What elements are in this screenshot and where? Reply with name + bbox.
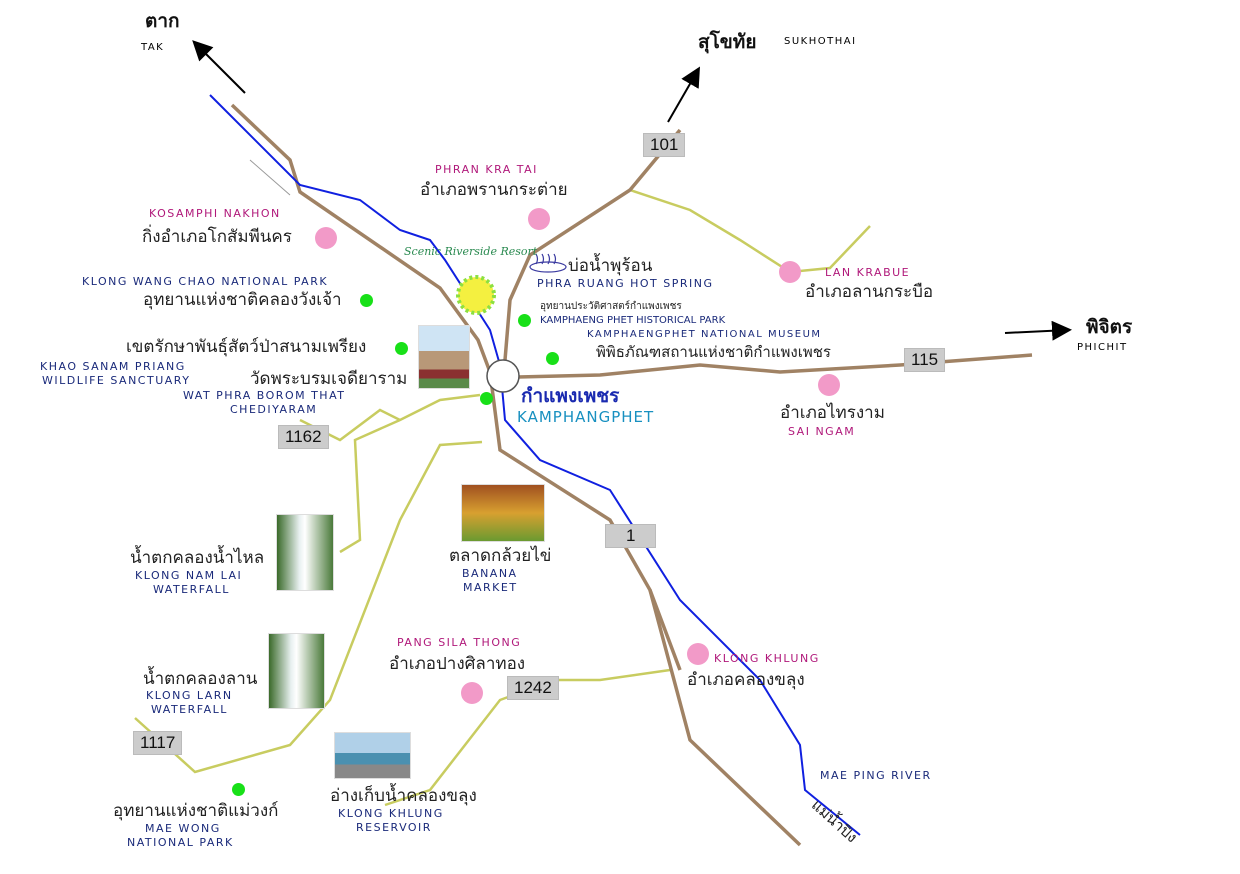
label-sai-ngam-en: SAI NGAM bbox=[788, 425, 856, 438]
label-klong-nam-lai-en2: WATERFALL bbox=[153, 583, 230, 596]
road-main bbox=[230, 103, 802, 847]
klong-nam-lai-waterfall-photo bbox=[276, 514, 334, 591]
label-resort: Scenic Riverside Resort bbox=[404, 245, 538, 258]
label-pang-sila-thai: อำเภอปางศิลาทอง bbox=[389, 654, 526, 674]
label-klong-nam-lai-en1: KLONG NAM LAI bbox=[135, 569, 243, 582]
label-banana-en1: BANANA bbox=[462, 567, 518, 580]
label-klong-larn-en1: KLONG LARN bbox=[146, 689, 233, 702]
district-marker bbox=[315, 227, 337, 249]
label-historical-park-en: KAMPHAENG PHET HISTORICAL PARK bbox=[540, 315, 726, 326]
park-marker bbox=[546, 352, 559, 365]
label-klong-larn-thai: น้ำตกคลองลาน bbox=[143, 669, 258, 689]
label-reservoir-en2: RESERVOIR bbox=[356, 821, 432, 834]
road-1117 bbox=[134, 440, 483, 774]
label-center-en: KAMPHANGPHET bbox=[517, 408, 655, 426]
label-historical-park-thai: อุทยานประวัติศาสตร์กำแพงเพชร bbox=[540, 301, 682, 312]
label-phichit-en: PHICHIT bbox=[1077, 342, 1128, 353]
road-lan-krabue bbox=[629, 188, 871, 274]
label-wat-phra-thai: วัดพระบรมเจดียาราม bbox=[250, 369, 408, 389]
park-marker bbox=[395, 342, 408, 355]
label-pang-sila-en: PANG SILA THONG bbox=[397, 636, 522, 649]
road-101 bbox=[503, 128, 682, 361]
label-phran-kra-tai-thai: อำเภอพรานกระต่าย bbox=[420, 180, 568, 200]
park-marker bbox=[360, 294, 373, 307]
label-center-thai: กำแพงเพชร bbox=[521, 385, 620, 407]
label-museum-en: KAMPHAENGPHET NATIONAL MUSEUM bbox=[587, 329, 822, 340]
arrow-sukhothai-icon bbox=[667, 66, 700, 123]
park-marker bbox=[232, 783, 245, 796]
label-reservoir-thai: อ่างเก็บน้ำคลองขลุง bbox=[330, 786, 477, 806]
highway-1117-badge: 1117 bbox=[133, 731, 183, 755]
minor-track bbox=[249, 159, 291, 196]
highway-1162-badge: 1162 bbox=[278, 425, 329, 449]
label-khao-sanam-thai: เขตรักษาพันธุ์สัตว์ป่าสนามเพรียง bbox=[126, 337, 367, 357]
label-wat-phra-en2: CHEDIYARAM bbox=[230, 403, 318, 416]
label-banana-en2: MARKET bbox=[463, 581, 518, 594]
label-khao-sanam-en2: WILDLIFE SANCTUARY bbox=[42, 374, 191, 387]
label-mae-wong-en2: NATIONAL PARK bbox=[127, 836, 234, 849]
label-hot-spring-thai: บ่อน้ำพุร้อน bbox=[568, 256, 653, 276]
label-reservoir-en1: KLONG KHLUNG bbox=[338, 807, 444, 820]
label-lan-krabue-en: LAN KRABUE bbox=[825, 266, 911, 279]
label-sai-ngam-thai: อำเภอไทรงาม bbox=[780, 403, 885, 423]
highway-101-badge: 101 bbox=[643, 133, 686, 157]
hot-spring-icon bbox=[529, 253, 567, 273]
reservoir-photo bbox=[334, 732, 411, 779]
label-museum-thai: พิพิธภัณฑสถานแห่งชาติกำแพงเพชร bbox=[596, 343, 831, 361]
label-banana-thai: ตลาดกล้วยไข่ bbox=[449, 546, 552, 566]
label-klong-khlung-en: KLONG KHLUNG bbox=[714, 652, 820, 665]
resort-sun-icon bbox=[456, 275, 496, 315]
district-marker bbox=[818, 374, 840, 396]
label-wat-phra-en1: WAT PHRA BOROM THAT bbox=[183, 389, 346, 402]
label-klong-larn-en2: WATERFALL bbox=[151, 703, 228, 716]
label-river-en: MAE PING RIVER bbox=[820, 769, 932, 782]
label-khao-sanam-en1: KHAO SANAM PRIANG bbox=[40, 360, 186, 373]
highway-1-badge: 1 bbox=[605, 524, 657, 548]
label-phichit-thai: พิจิตร bbox=[1086, 316, 1133, 338]
label-hot-spring-en: PHRA RUANG HOT SPRING bbox=[537, 277, 714, 290]
label-phran-kra-tai-en: PHRAN KRA TAI bbox=[435, 163, 538, 176]
highway-115-badge: 115 bbox=[904, 348, 946, 372]
highway-1242-badge: 1242 bbox=[507, 676, 559, 700]
label-sukhothai-thai: สุโขทัย bbox=[698, 31, 757, 53]
district-marker bbox=[461, 682, 483, 704]
district-marker bbox=[779, 261, 801, 283]
label-tak-en: TAK bbox=[141, 42, 165, 53]
temple-photo bbox=[418, 325, 470, 389]
arrow-tak-icon bbox=[192, 40, 246, 94]
label-lan-krabue-thai: อำเภอลานกระบือ bbox=[805, 282, 934, 302]
label-sukhothai-en: SUKHOTHAI bbox=[784, 36, 857, 47]
city-center-marker bbox=[486, 359, 520, 393]
arrow-phichit-icon bbox=[1004, 320, 1072, 341]
label-kosamphi-thai: กิ่งอำเภอโกสัมพีนคร bbox=[142, 227, 292, 247]
park-marker bbox=[518, 314, 531, 327]
label-mae-wong-en1: MAE WONG bbox=[145, 822, 221, 835]
label-klong-nam-lai-thai: น้ำตกคลองน้ำไหล bbox=[130, 548, 265, 568]
district-marker bbox=[528, 208, 550, 230]
label-kosamphi-en: KOSAMPHI NAKHON bbox=[149, 207, 281, 220]
klong-larn-waterfall-photo bbox=[268, 633, 325, 709]
road-1162 bbox=[339, 393, 481, 554]
district-marker bbox=[687, 643, 709, 665]
banana-market-photo bbox=[461, 484, 545, 542]
label-tak-thai: ตาก bbox=[145, 10, 180, 32]
park-marker bbox=[480, 392, 493, 405]
label-klong-khlung-thai: อำเภอคลองขลุง bbox=[687, 670, 805, 690]
label-klong-wang-chao-en: KLONG WANG CHAO NATIONAL PARK bbox=[82, 275, 329, 288]
road-klong-khlung bbox=[648, 589, 682, 671]
label-klong-wang-chao-thai: อุทยานแห่งชาติคลองวังเจ้า bbox=[143, 290, 342, 310]
label-mae-wong-thai: อุทยานแห่งชาติแม่วงก์ bbox=[113, 801, 279, 821]
